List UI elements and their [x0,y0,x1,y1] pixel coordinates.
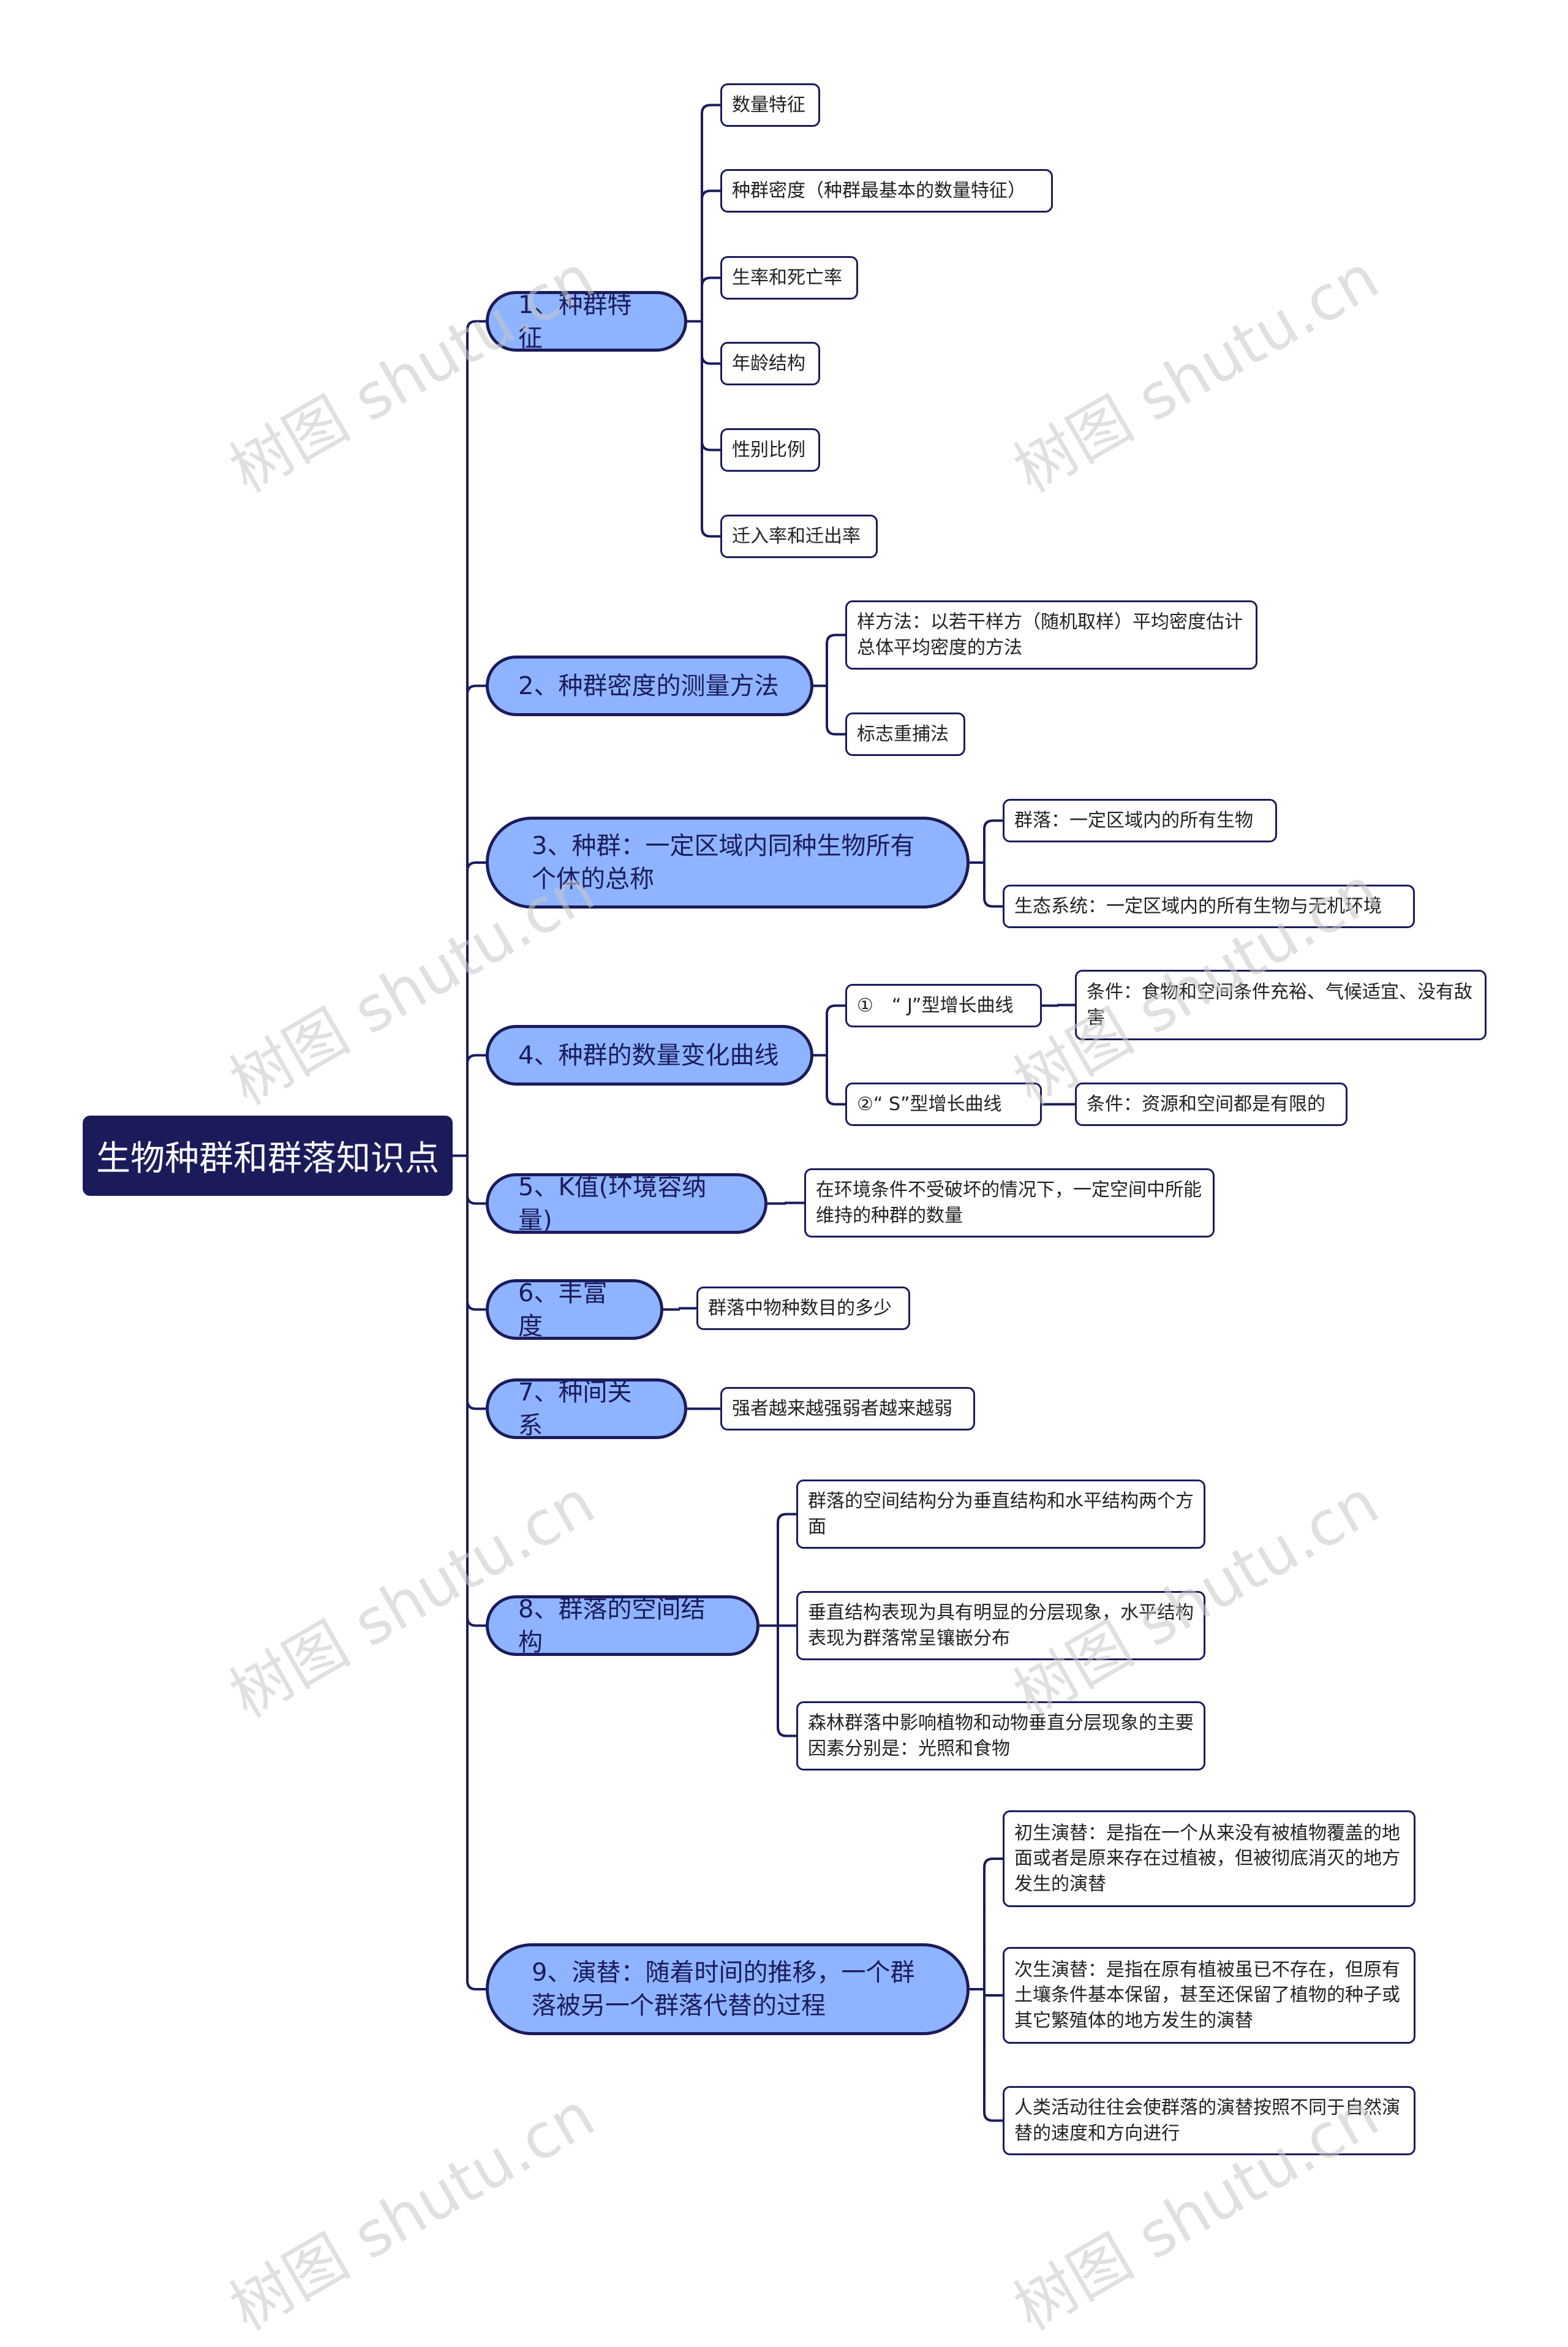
leaf-j-curve[interactable]: ① “ J”型增长曲线 [845,984,1042,1027]
connector-line [453,320,486,1990]
leaf-label: 人类活动往往会使群落的演替按照不同于自然演替的速度和方向进行 [1014,2097,1400,2144]
leaf-label: 生态系统：一定区域内的所有生物与无机环境 [1014,895,1382,917]
branch-label: 5、K值(环境容纳量) [518,1173,707,1234]
leaf-ecosystem-definition[interactable]: 生态系统：一定区域内的所有生物与无机环境 [1003,885,1415,928]
leaf-label: 条件：资源和空间都是有限的 [1087,1093,1325,1115]
leaf-label: ②“ S”型增长曲线 [857,1093,1002,1115]
leaf-label: 在环境条件不受破坏的情况下，一定空间中所能维持的种群的数量 [816,1179,1202,1226]
branch-label: 4、种群的数量变化曲线 [518,1041,779,1070]
leaf-label: 迁入率和迁出率 [732,525,861,547]
leaf-label: 森林群落中影响植物和动物垂直分层现象的主要因素分别是：光照和食物 [808,1712,1194,1759]
branch-label: 1、种群特征 [518,290,632,352]
leaf-j-curve-condition[interactable]: 条件：食物和空间条件充裕、气候适宜、没有敌害 [1075,970,1487,1040]
connector-line [687,104,720,538]
leaf-vertical-horizontal-structure[interactable]: 群落的空间结构分为垂直结构和水平结构两个方面 [796,1480,1205,1549]
leaf-label: 样方法：以若干样方（随机取样）平均密度估计总体平均密度的方法 [857,611,1243,659]
leaf-label: 种群密度（种群最基本的数量特征） [732,180,1026,202]
connector-line [663,1307,696,1311]
leaf-label: 群落的空间结构分为垂直结构和水平结构两个方面 [808,1491,1194,1538]
branch-population-definition[interactable]: 3、种群：一定区域内同种生物所有个体的总称 [486,817,970,909]
leaf-label: 性别比例 [732,439,805,461]
leaf-interspecific-definition[interactable]: 强者越来越强弱者越来越弱 [720,1387,975,1430]
leaf-migration-rate[interactable]: 迁入率和迁出率 [720,515,878,558]
branch-k-value[interactable]: 5、K值(环境容纳量) [486,1173,767,1234]
leaf-s-curve[interactable]: ②“ S”型增长曲线 [845,1083,1042,1126]
leaf-community-definition[interactable]: 群落：一定区域内的所有生物 [1003,799,1277,842]
leaf-label: 群落：一定区域内的所有生物 [1014,809,1253,831]
leaf-primary-succession[interactable]: 初生演替：是指在一个从来没有被植物覆盖的地面或者是原来存在过植被，但被彻底消灭的… [1003,1810,1415,1907]
branch-population-traits[interactable]: 1、种群特征 [486,291,687,352]
branch-label: 9、演替：随着时间的推移，一个群落被另一个群落代替的过程 [532,1959,915,2020]
leaf-label: 生率和死亡率 [732,266,842,289]
leaf-human-influence[interactable]: 人类活动往往会使群落的演替按照不同于自然演替的速度和方向进行 [1003,2086,1415,2155]
leaf-quantity-traits[interactable]: 数量特征 [720,83,820,127]
leaf-richness-definition[interactable]: 群落中物种数目的多少 [696,1287,910,1330]
leaf-quadrat-method[interactable]: 样方法：以若干样方（随机取样）平均密度估计总体平均密度的方法 [845,600,1257,670]
leaf-label: 年龄结构 [732,352,805,374]
leaf-secondary-succession[interactable]: 次生演替：是指在原有植被虽已不存在，但原有土壤条件基本保留，甚至还保留了植物的种… [1003,1947,1415,2044]
branch-succession[interactable]: 9、演替：随着时间的推移，一个群落被另一个群落代替的过程 [486,1943,970,2035]
leaf-stratification[interactable]: 垂直结构表现为具有明显的分层现象，水平结构表现为群落常呈镶嵌分布 [796,1591,1205,1660]
branch-label: 7、种间关系 [518,1378,632,1440]
connector-line [813,1004,845,1106]
leaf-label: 数量特征 [732,94,805,116]
leaf-birth-death-rate[interactable]: 生率和死亡率 [720,256,858,300]
branch-growth-curves[interactable]: 4、种群的数量变化曲线 [486,1025,813,1086]
leaf-forest-factors[interactable]: 森林群落中影响植物和动物垂直分层现象的主要因素分别是：光照和食物 [796,1701,1205,1771]
branch-richness[interactable]: 6、丰富度 [486,1279,663,1340]
connector-line [760,1513,796,1737]
connector-lines [453,104,1075,2122]
leaf-population-density[interactable]: 种群密度（种群最基本的数量特征） [720,169,1053,213]
leaf-mark-recapture[interactable]: 标志重捕法 [845,712,965,756]
connector-line [767,1201,804,1205]
leaf-k-value-definition[interactable]: 在环境条件不受破坏的情况下，一定空间中所能维持的种群的数量 [804,1168,1215,1238]
connector-line [970,819,1003,908]
connector-line [813,633,845,736]
branch-density-methods[interactable]: 2、种群密度的测量方法 [486,656,813,716]
leaf-label: 群落中物种数目的多少 [708,1297,892,1319]
leaf-s-curve-condition[interactable]: 条件：资源和空间都是有限的 [1075,1083,1348,1126]
root-topic[interactable]: 生物种群和群落知识点 [83,1116,453,1196]
connector-line [1042,1003,1075,1007]
leaf-sex-ratio[interactable]: 性别比例 [720,428,820,472]
leaf-label: 垂直结构表现为具有明显的分层现象，水平结构表现为群落常呈镶嵌分布 [808,1602,1194,1649]
leaf-label: 次生演替：是指在原有植被虽已不存在，但原有土壤条件基本保留，甚至还保留了植物的种… [1014,1959,1400,2031]
leaf-label: 标志重捕法 [857,723,949,745]
leaf-age-structure[interactable]: 年龄结构 [720,342,820,385]
branch-label: 8、群落的空间结构 [518,1595,706,1657]
leaf-label: 强者越来越强弱者越来越弱 [732,1397,952,1419]
branch-community-structure[interactable]: 8、群落的空间结构 [486,1595,760,1657]
branch-label: 3、种群：一定区域内同种生物所有个体的总称 [532,832,915,893]
leaf-label: ① “ J”型增长曲线 [857,994,1014,1016]
leaf-label: 条件：食物和空间条件充裕、气候适宜、没有敌害 [1087,981,1472,1029]
branch-interspecific-relations[interactable]: 7、种间关系 [486,1378,687,1440]
leaf-label: 初生演替：是指在一个从来没有被植物覆盖的地面或者是原来存在过植被，但被彻底消灭的… [1014,1822,1400,1895]
branch-label: 6、丰富度 [518,1279,608,1340]
branch-label: 2、种群密度的测量方法 [518,671,779,700]
connector-line [970,1858,1003,2122]
